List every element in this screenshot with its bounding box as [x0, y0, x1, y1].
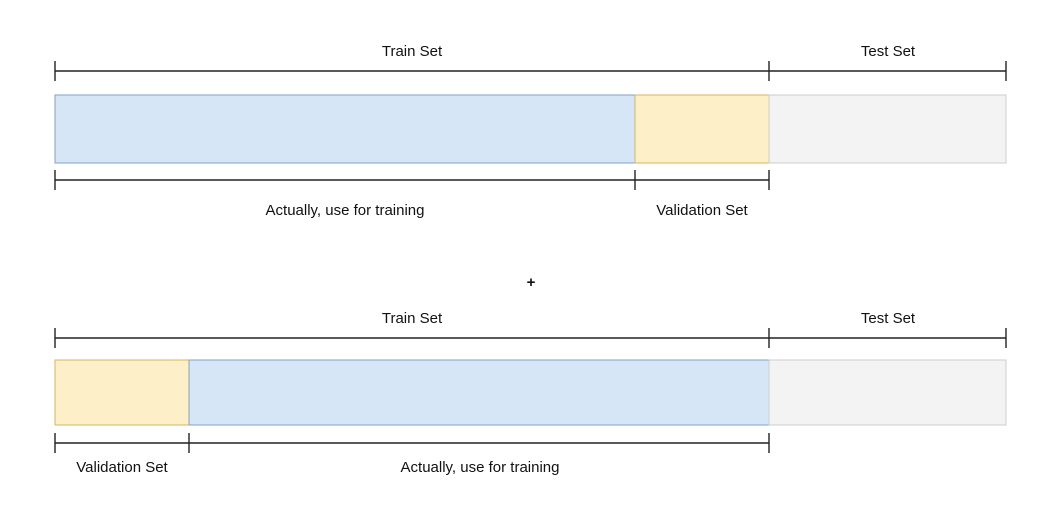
- top-validation-label: Validation Set: [656, 202, 748, 219]
- bottom-test-set-label: Test Set: [861, 310, 916, 327]
- top-header-bracket: [54, 61, 1007, 81]
- bottom-train-set-label: Train Set: [382, 310, 443, 327]
- top-test-set-label: Test Set: [861, 43, 916, 60]
- top-test-segment: [768, 94, 1007, 164]
- top-train-set-label: Train Set: [382, 43, 443, 60]
- bottom-validation-segment: [54, 359, 190, 426]
- plus-sign: +: [527, 274, 536, 291]
- bottom-split: Train Set Test Set Validation Set Actual…: [54, 310, 1007, 476]
- bottom-training-segment: [188, 359, 770, 426]
- bottom-sub-bracket: [54, 433, 770, 453]
- top-split: Train Set Test Set Actually, use for tra…: [54, 43, 1007, 219]
- top-sub-bracket: [54, 170, 770, 190]
- top-validation-segment: [634, 94, 770, 164]
- bottom-validation-label: Validation Set: [76, 459, 168, 476]
- bottom-header-bracket: [54, 328, 1007, 348]
- top-training-segment: [54, 94, 636, 164]
- top-training-label: Actually, use for training: [266, 202, 425, 219]
- bottom-test-segment: [768, 359, 1007, 426]
- bottom-training-label: Actually, use for training: [401, 459, 560, 476]
